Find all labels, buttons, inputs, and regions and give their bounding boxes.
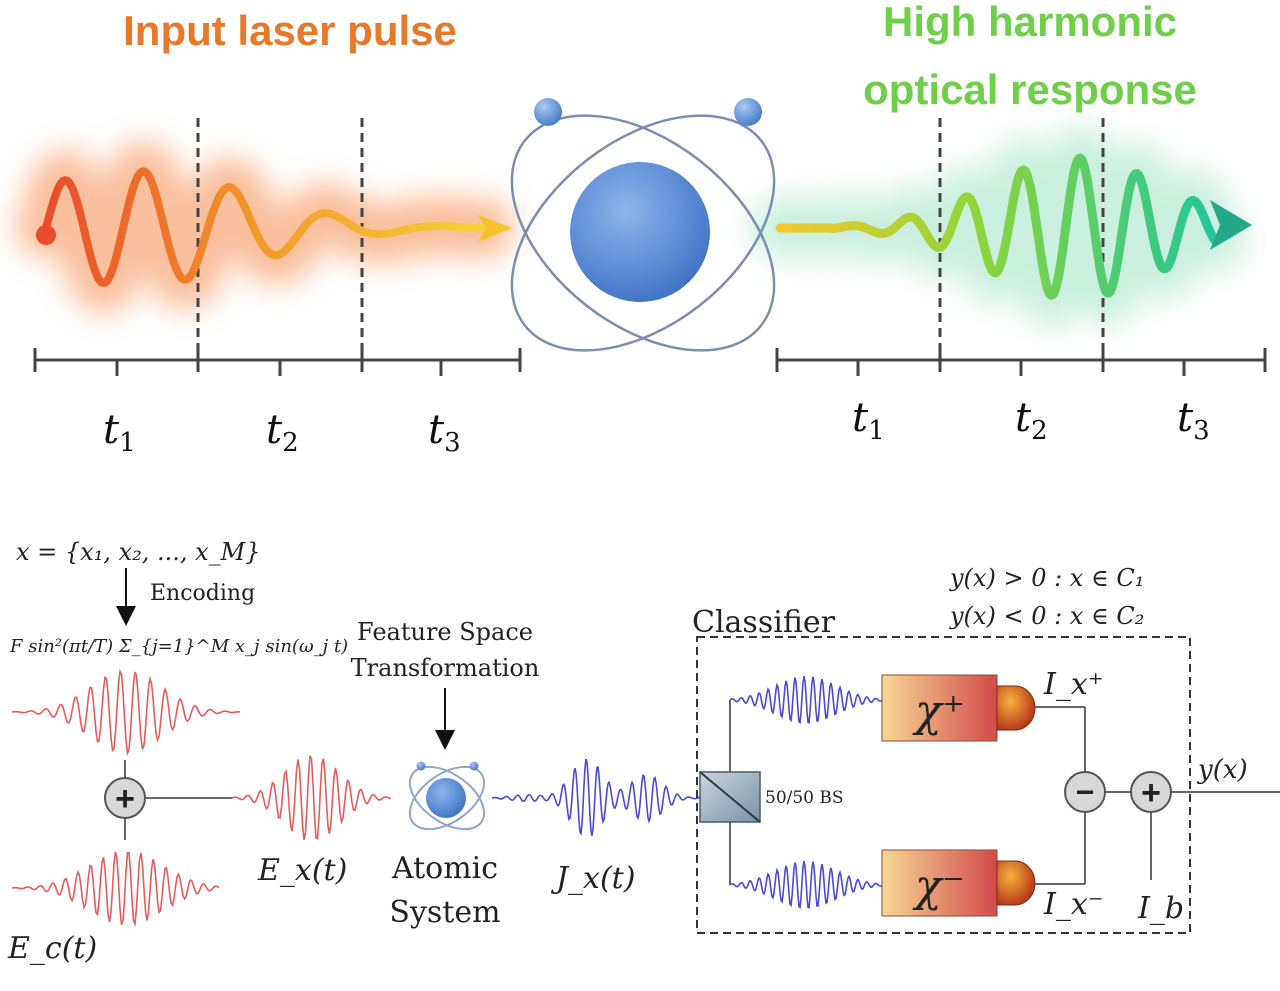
detector-minus-icon (996, 860, 1036, 906)
chi-plus-block: χ⁺ (881, 674, 1036, 742)
output-time-axis (775, 348, 1267, 376)
atom-electron-1 (534, 98, 562, 126)
classifier-box (696, 636, 1191, 934)
encoding-formula: F sin²(πt/T) Σ_{j=1}^M x_j sin(ω_j t) (9, 636, 348, 657)
atom-electron-2 (734, 98, 762, 126)
jx-label: J_x(t) (550, 861, 635, 896)
combined-wave-ex (231, 755, 392, 840)
input-time-labels: t1 t2 t3 (103, 407, 461, 458)
input-t1-label: t1 (103, 407, 136, 458)
condition-class1: y(x) > 0 : x ∈ C₁ (949, 564, 1144, 592)
input-wave-start-dot (36, 225, 56, 245)
ix-plus-label: I_x⁺ (1043, 667, 1104, 702)
beam-splitter-label: 50/50 BS (765, 788, 844, 808)
output-t2-label: t2 (1015, 395, 1048, 446)
ix-minus-label: I_x⁻ (1043, 887, 1104, 922)
atomic-system-line2: System (389, 895, 500, 930)
beam-splitter (699, 700, 761, 885)
output-t1-label: t1 (852, 395, 885, 446)
output-circuit (1035, 706, 1280, 885)
chi-minus-label: χ⁻ (912, 861, 965, 912)
ib-label: I_b (1137, 891, 1184, 926)
detector-plus-icon (996, 685, 1036, 731)
output-title-line1: High harmonic (883, 0, 1177, 45)
encoded-signal-wave (11, 668, 240, 757)
output-y-label: y(x) (1197, 755, 1248, 785)
subtractor-symbol: − (1076, 774, 1095, 810)
chi-plus-box (881, 674, 998, 742)
feature-space-line1: Feature Space (357, 618, 533, 646)
split-wave-upper (729, 675, 883, 724)
input-t3-label: t3 (428, 407, 461, 458)
output-harmonic-wave (775, 153, 1220, 300)
atomic-system-icon (408, 761, 486, 831)
output-time-labels: t1 t2 t3 (852, 395, 1210, 446)
output-wave-arrowhead (1210, 200, 1252, 250)
adder-input-symbol: + (115, 780, 135, 818)
condition-class2: y(x) < 0 : x ∈ C₂ (949, 602, 1144, 630)
chi-minus-block: χ⁻ (881, 849, 1036, 917)
encoding-label: Encoding (150, 581, 255, 606)
carrier-wave-ec (11, 851, 220, 928)
adder-node-output: + (1130, 771, 1172, 813)
input-combiner: + (104, 760, 232, 840)
ec-label: E_c(t) (7, 931, 97, 966)
atom-nucleus (570, 162, 710, 302)
subtractor-node: − (1064, 771, 1106, 813)
chi-minus-box (881, 849, 998, 917)
input-wave-arrowhead (478, 215, 512, 242)
split-wave-lower (729, 860, 883, 909)
input-pulse-title: Input laser pulse (123, 7, 457, 54)
input-t2-label: t2 (266, 407, 299, 458)
atom-illustration (510, 98, 776, 352)
feature-space-line2: Transformation (351, 654, 540, 682)
ex-label: E_x(t) (257, 853, 347, 888)
current-wave-jx (491, 758, 701, 836)
atom-orbit-1 (510, 114, 776, 352)
atomic-system-line1: Atomic (391, 851, 498, 886)
output-t3-label: t3 (1177, 395, 1210, 446)
adder-output-symbol: + (1141, 774, 1161, 812)
output-title-line2: optical response (863, 66, 1197, 113)
classifier-label: Classifier (692, 605, 836, 640)
input-laser-wave (42, 167, 488, 287)
chi-plus-label: χ⁺ (912, 686, 965, 737)
adder-node-input (104, 777, 146, 819)
time-separators (196, 118, 1105, 360)
input-vector-definition: x = {x₁, x₂, ..., x_M} (16, 538, 261, 566)
input-time-axis (33, 348, 522, 376)
atom-orbit-2 (510, 114, 776, 352)
